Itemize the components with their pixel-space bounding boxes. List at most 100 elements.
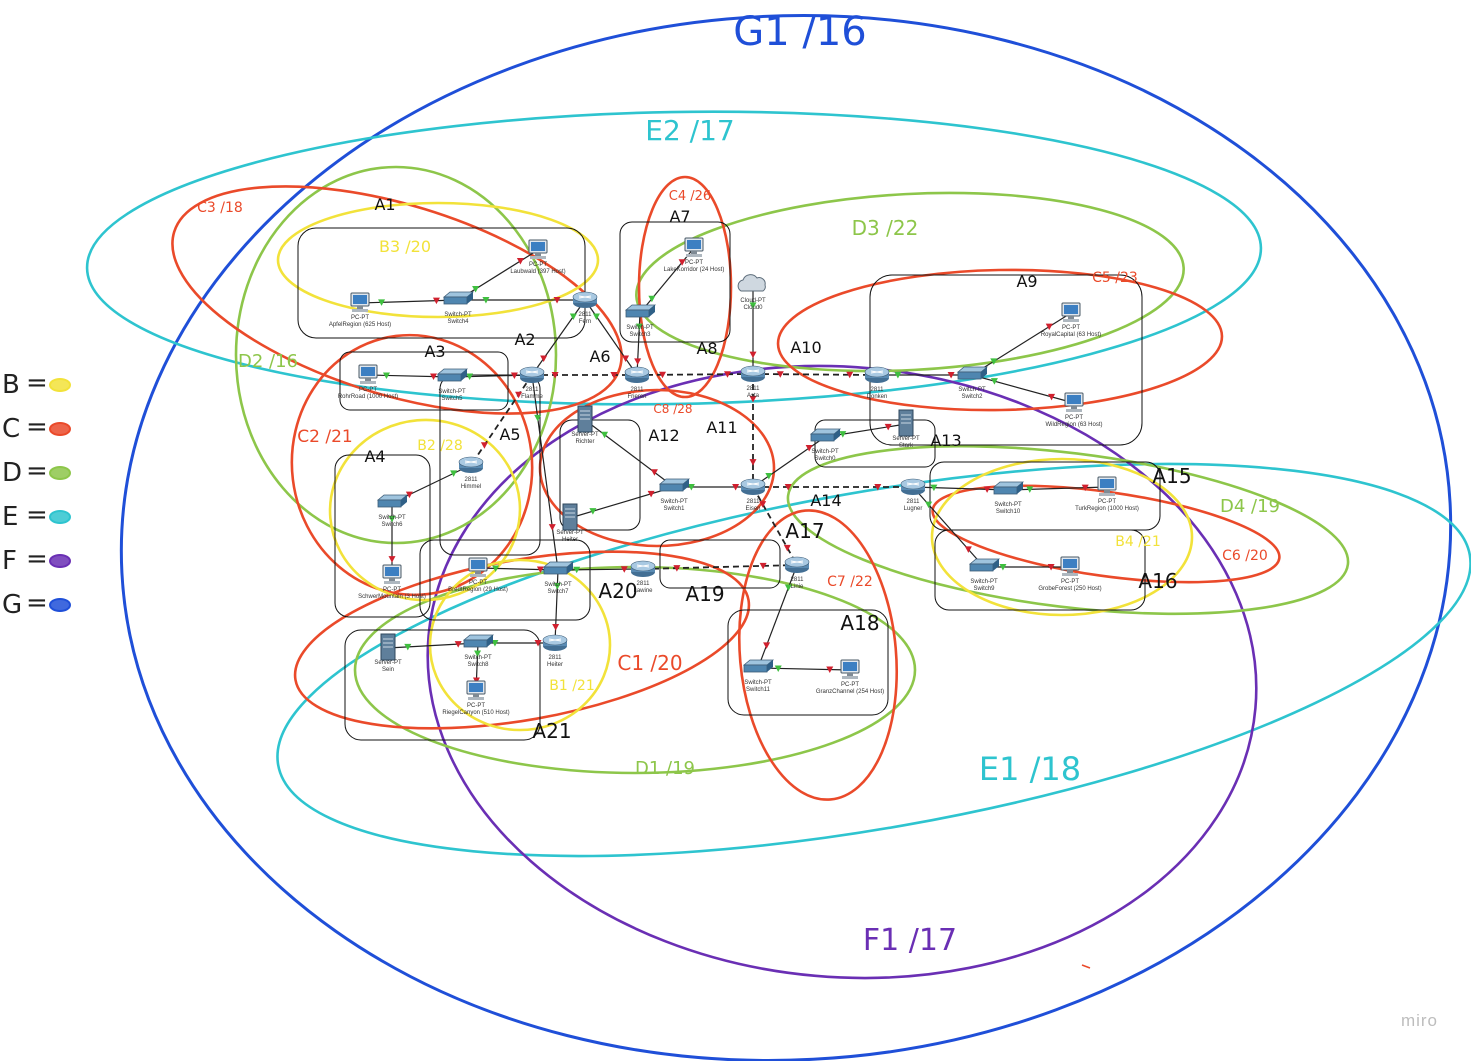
router-icon	[864, 366, 890, 383]
link-label-a4: A4	[364, 447, 385, 466]
port-status-marker	[378, 299, 386, 306]
device-name-label: Switch7	[547, 589, 569, 595]
device-type-label: 2811	[549, 655, 563, 661]
link-box-0	[297, 227, 586, 339]
switch-icon	[809, 428, 842, 442]
pc-icon	[358, 364, 378, 384]
port-status-marker	[536, 566, 544, 574]
link-label-a15: A15	[1152, 464, 1191, 488]
port-status-marker	[650, 469, 658, 476]
device-name-label: Heiter	[562, 537, 578, 543]
switch-icon	[658, 478, 691, 492]
link-box-4	[929, 461, 1161, 531]
server-icon	[380, 633, 396, 661]
legend-item-e: E=	[2, 500, 71, 532]
switch-icon	[956, 366, 989, 380]
link-flamme-switch7	[531, 374, 559, 571]
link-box-2	[869, 274, 1143, 446]
server-icon	[562, 503, 578, 531]
port-status-marker	[515, 391, 523, 399]
port-status-marker	[450, 470, 458, 477]
port-status-marker	[548, 524, 556, 531]
legend-swatch	[49, 422, 71, 436]
region-ellipse-c-11	[290, 333, 534, 597]
port-status-marker	[749, 395, 757, 403]
device-type-label: 2811	[791, 577, 805, 583]
port-status-marker	[874, 484, 882, 491]
port-status-marker	[774, 665, 782, 672]
port-status-marker	[783, 544, 791, 552]
region-label-c: C5 /23	[1092, 270, 1138, 286]
device-type-label: Switch-PT	[544, 582, 572, 588]
region-ellipse-e-2	[276, 462, 1471, 858]
link-box-13	[659, 539, 781, 589]
link-label-a16: A16	[1138, 569, 1177, 593]
device-type-label: PC-PT	[1065, 415, 1083, 421]
device-name-label: Switch4	[447, 319, 469, 325]
link-fern-flamme	[531, 299, 586, 376]
port-status-marker	[430, 373, 438, 381]
cloud-icon	[737, 274, 766, 292]
port-status-marker	[784, 584, 792, 592]
port-status-marker	[673, 565, 681, 572]
legend-item-g: G=	[2, 588, 71, 620]
port-status-marker	[482, 297, 490, 304]
link-flamme-himmel	[470, 374, 533, 466]
link-label-a13: A13	[930, 431, 961, 450]
link-switch2-royalcapital	[971, 312, 1072, 376]
device-type-label: Switch-PT	[438, 389, 466, 395]
link-box-1	[339, 351, 509, 411]
router-icon	[900, 478, 926, 495]
switch-icon	[442, 291, 475, 305]
link-switch3-frieren	[636, 312, 641, 376]
device-name-label: Asta	[747, 393, 760, 399]
region-ellipse-d-5	[234, 165, 558, 545]
pc-icon	[840, 659, 860, 679]
switch-icon	[992, 481, 1025, 495]
device-name-label: Lawine	[633, 588, 653, 594]
region-ellipse-e-1	[85, 110, 1263, 406]
